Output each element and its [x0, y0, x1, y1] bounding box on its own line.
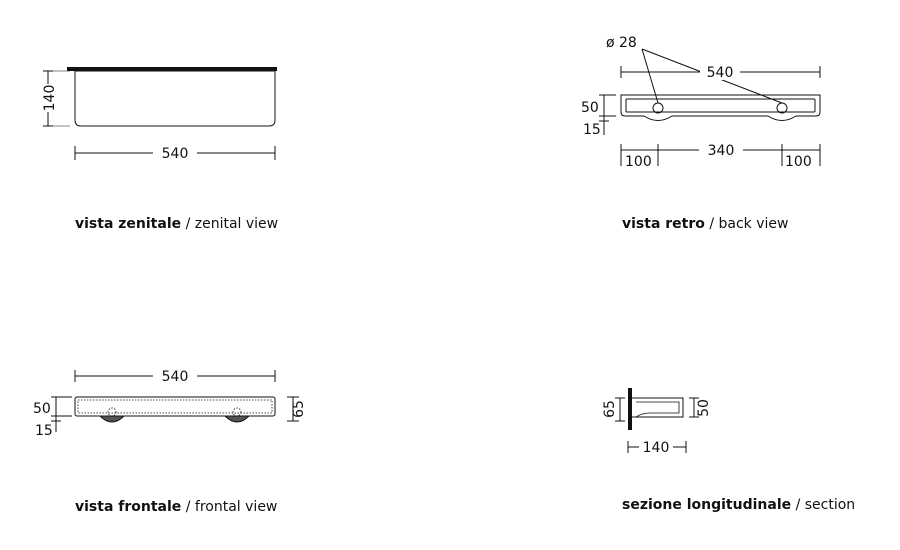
back-left-100-label: 100 — [625, 154, 652, 170]
section-shelf-profile — [632, 397, 684, 418]
caption-top-view-rest: / zenital view — [181, 216, 279, 232]
back-height-50-label: 50 — [581, 100, 599, 116]
top-view: 140 540 — [40, 67, 277, 162]
front-view: 540 50 15 65 — [33, 367, 307, 439]
caption-section-view-bold: sezione longitudinale — [622, 497, 792, 513]
caption-back-view-rest: / back view — [704, 216, 789, 232]
front-view-shelf-outline — [74, 396, 276, 417]
back-diameter-label: ø 28 — [606, 35, 637, 51]
top-depth-label: 140 — [42, 85, 58, 112]
top-width-label: 540 — [162, 146, 189, 162]
caption-top-view: vista zenitale / zenital view — [75, 216, 278, 232]
caption-section-view: sezione longitudinale / section — [622, 497, 855, 513]
caption-section-view-rest: / section — [791, 497, 856, 513]
section-wall — [628, 388, 632, 430]
caption-back-view: vista retro / back view — [622, 216, 788, 232]
front-bracket-left — [98, 415, 126, 423]
back-view-shelf-outline — [620, 94, 821, 121]
front-height-15-label: 15 — [35, 423, 53, 439]
diameter-leader-left — [641, 48, 659, 104]
caption-front-view-bold: vista frontale — [75, 499, 182, 515]
top-view-wall-strip — [67, 67, 277, 71]
caption-top-view-bold: vista zenitale — [75, 216, 182, 232]
back-height-15-label: 15 — [583, 122, 601, 138]
caption-front-view: vista frontale / frontal view — [75, 499, 277, 515]
front-height-65-label: 65 — [291, 400, 307, 418]
back-right-100-label: 100 — [785, 154, 812, 170]
front-height-50-label: 50 — [33, 401, 51, 417]
back-view: ø 28 540 50 15 340 100 100 — [581, 35, 821, 170]
caption-front-view-rest: / frontal view — [181, 499, 278, 515]
section-view: 65 50 140 — [602, 388, 712, 456]
top-view-shelf-outline — [74, 70, 276, 127]
back-width-label: 540 — [707, 65, 734, 81]
back-view-inner-outline — [625, 98, 816, 113]
front-bracket-right — [223, 415, 251, 423]
caption-back-view-bold: vista retro — [622, 216, 705, 232]
section-depth-140-label: 140 — [643, 440, 670, 456]
section-height-65-label: 65 — [602, 400, 618, 418]
section-height-50-label: 50 — [696, 399, 712, 417]
back-mid-340-label: 340 — [708, 143, 735, 159]
front-width-label: 540 — [162, 369, 189, 385]
front-view-inner-dotted — [77, 399, 273, 414]
